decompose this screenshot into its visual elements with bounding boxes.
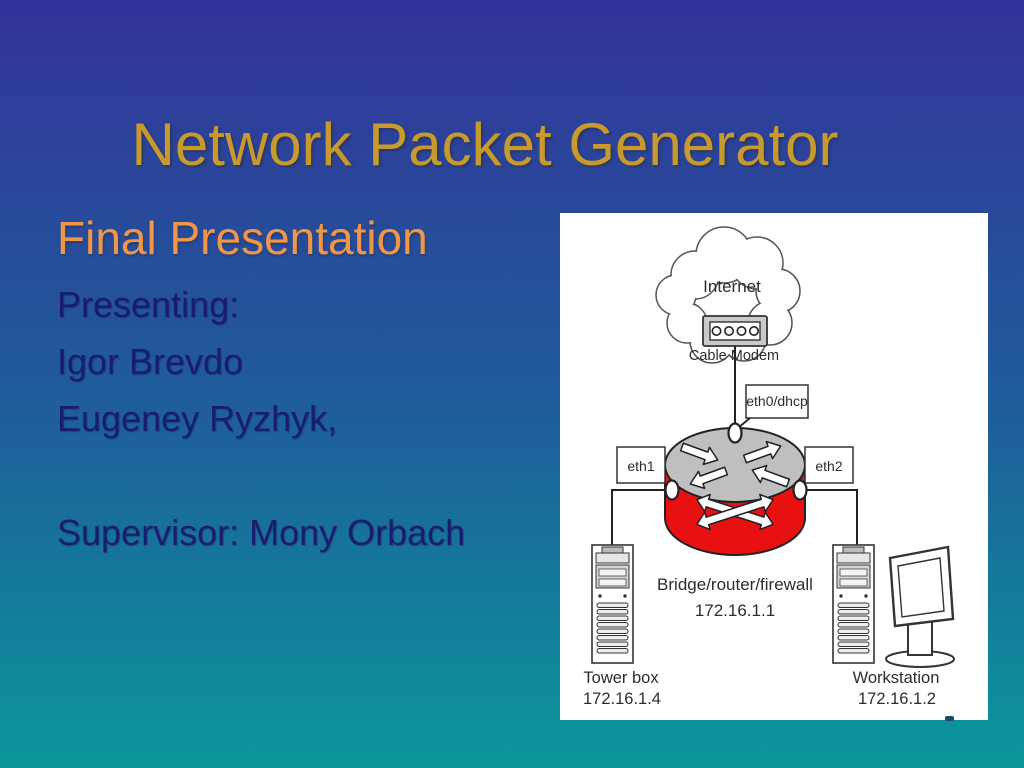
eth0-label: eth0/dhcp [746, 393, 808, 409]
tower-box-icon [591, 544, 634, 664]
router-to-tower-line [611, 489, 665, 545]
router-to-workstation-line [807, 489, 858, 545]
router-label: Bridge/router/firewall [657, 575, 813, 594]
workstation-tower-icon [832, 544, 875, 664]
router-port-right-icon [792, 479, 808, 501]
workstation-ip: 172.16.1.2 [858, 690, 936, 708]
eth2-label: eth2 [815, 458, 842, 474]
body-line-name-1: Igor Brevdo [57, 341, 244, 382]
router-port-top-icon [727, 422, 743, 444]
page-number-mark [945, 716, 954, 721]
monitor-icon [885, 545, 955, 668]
router-cross-arrows-icon [696, 493, 774, 531]
router-icon [664, 427, 806, 556]
slide-subtitle: Final Presentation [57, 212, 428, 264]
tower-box-label: Tower box [583, 669, 659, 687]
cable-modem-icon [702, 315, 768, 347]
slide-title: Network Packet Generator [131, 111, 839, 178]
internet-label: Internet [703, 277, 761, 296]
tower-box-ip: 172.16.1.4 [583, 690, 661, 708]
network-diagram-image: Internet Cable Modem [560, 213, 988, 720]
eth1-label: eth1 [627, 458, 654, 474]
router-ip: 172.16.1.1 [695, 601, 775, 620]
body-text-block: Presenting: Igor Brevdo Eugeney Ryzhyk, … [57, 276, 465, 561]
body-line-blank [57, 447, 465, 504]
router-top-arrows-icon [679, 440, 791, 490]
body-line-name-2: Eugeney Ryzhyk, [57, 398, 338, 439]
eth1-label-box [616, 446, 666, 484]
eth0-label-box [745, 384, 809, 419]
eth2-label-box [804, 446, 854, 484]
body-line-presenting: Presenting: [57, 284, 240, 325]
body-line-supervisor: Supervisor: Mony Orbach [57, 512, 466, 553]
workstation-label: Workstation [853, 669, 940, 687]
router-port-left-icon [664, 479, 680, 501]
